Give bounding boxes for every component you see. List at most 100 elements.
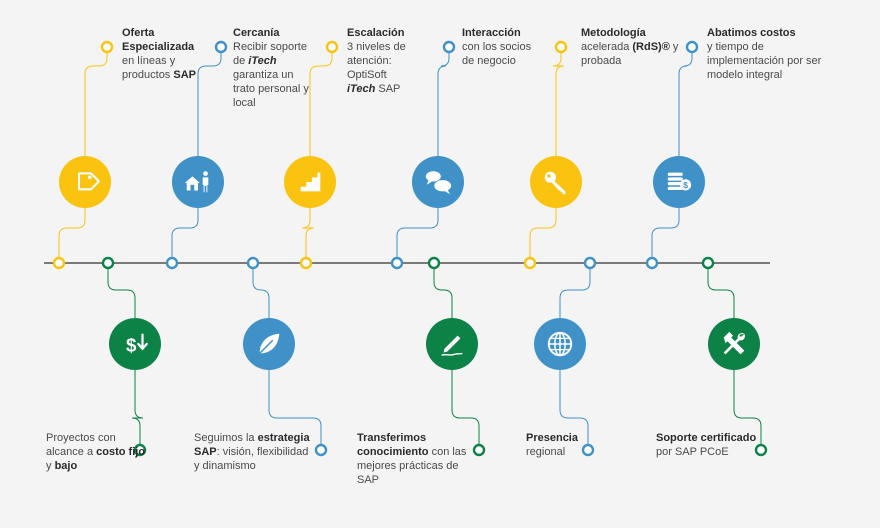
coins-icon: $ [667, 172, 692, 191]
bottom-circle-5 [708, 318, 760, 370]
top-circle-6: $ [653, 156, 705, 208]
globe-icon [547, 331, 573, 357]
top-text-node-5 [554, 40, 568, 54]
axis-node-bottom-3 [427, 256, 441, 270]
top-connector-lower-2 [171, 208, 199, 263]
bottom-text-node-3 [472, 443, 486, 457]
text-segment: (RdS)® [632, 41, 670, 53]
text-segment: Recibir soporte de [233, 41, 307, 67]
text-segment: con las mejores prácticas de SAP [357, 446, 467, 486]
top-text-4: Interacción con los socios de negocio [462, 26, 542, 68]
top-connector-upper-3 [309, 47, 333, 156]
bottom-circle-4 [534, 318, 586, 370]
bottom-connector-lower-4 [559, 370, 589, 450]
axis-node-top-5 [523, 256, 537, 270]
top-circle-3 [284, 156, 336, 208]
stairs-icon [300, 172, 321, 192]
top-circle-4 [412, 156, 464, 208]
text-segment: acelerada [581, 41, 633, 53]
bottom-body-1: Proyectos con alcance a costo fijo y baj… [46, 432, 145, 472]
top-title-2: Cercanía [233, 27, 280, 39]
top-body-1: en líneas y productos SAP [122, 55, 196, 81]
top-circle-5 [530, 156, 582, 208]
top-body-6: y tiempo de implementación por ser model… [707, 41, 821, 81]
leaf-icon [259, 333, 280, 354]
bottom-text-3: Transferimos conocimiento con las mejore… [357, 431, 469, 487]
text-segment: SAP [173, 69, 196, 81]
text-segment: por SAP PCoE [656, 446, 729, 458]
bottom-body-2: Seguimos la estrategia SAP: visión, flex… [194, 432, 310, 472]
text-segment: Seguimos la [194, 432, 258, 444]
text-segment: con los socios de negocio [462, 41, 532, 67]
text-segment: en líneas y productos [122, 55, 176, 81]
axis-node-bottom-5 [701, 256, 715, 270]
top-body-5: acelerada (RdS)® y probada [581, 41, 678, 67]
top-connector-upper-1 [84, 47, 108, 156]
dollar-down-icon: $ [126, 333, 148, 356]
text-segment: 3 niveles de atención: OptiSoft [347, 41, 406, 81]
bottom-connector-lower-2 [268, 370, 322, 450]
top-title-1: Oferta Especializada [122, 27, 195, 53]
text-segment: iTech [248, 55, 277, 67]
top-circle-1 [59, 156, 111, 208]
top-title-6: Abatimos costos [707, 27, 796, 39]
bottom-body-3: Transferimos conocimiento con las mejore… [357, 432, 466, 486]
text-segment: y [46, 460, 55, 472]
axis-node-bottom-1 [101, 256, 115, 270]
top-connector-lower-4 [396, 208, 439, 263]
top-connector-lower-5 [529, 208, 557, 263]
top-connector-upper-5 [552, 47, 565, 156]
top-text-node-4 [442, 40, 456, 54]
top-body-4: con los socios de negocio [462, 41, 531, 67]
bottom-connector-lower-1 [131, 370, 144, 450]
bottom-text-1: Proyectos con alcance a costo fijo y baj… [46, 431, 146, 473]
svg-text:$: $ [126, 335, 137, 356]
top-circle-2 [172, 156, 224, 208]
svg-text:$: $ [683, 180, 688, 190]
bottom-connector-upper-2 [252, 263, 270, 318]
top-text-3: Escalación 3 niveles de atención: OptiSo… [347, 26, 415, 96]
bottom-text-2: Seguimos la estrategia SAP: visión, flex… [194, 431, 314, 473]
top-connector-lower-3 [301, 208, 315, 263]
text-segment: Proyectos con alcance a [46, 432, 116, 458]
bottom-connector-upper-1 [107, 263, 136, 318]
key-icon [544, 171, 566, 195]
text-segment: estrategia SAP [194, 432, 310, 458]
bottom-text-node-4 [581, 443, 595, 457]
text-segment: : visión, flexibilidad y dinamismo [194, 446, 309, 472]
axis-node-top-1 [52, 256, 66, 270]
text-segment: Presencia [526, 432, 578, 444]
text-segment: bajo [54, 460, 78, 472]
bottom-body-5: Soporte certificado por SAP PCoE [656, 432, 756, 458]
axis-node-top-4 [390, 256, 404, 270]
bottom-circle-2 [243, 318, 295, 370]
top-connector-upper-6 [678, 47, 693, 156]
bottom-text-node-2 [314, 443, 328, 457]
top-title-3: Escalación [347, 27, 405, 39]
bottom-text-4: Presencia regional [526, 431, 586, 459]
text-segment: iTech [347, 83, 376, 95]
axis-node-bottom-4 [583, 256, 597, 270]
text-segment: regional [526, 446, 566, 458]
bottom-circle-3 [426, 318, 478, 370]
tools-icon [723, 331, 745, 355]
bottom-connector-upper-3 [433, 263, 453, 318]
top-connector-lower-1 [58, 208, 86, 263]
text-segment: SAP [375, 83, 401, 95]
bottom-text-5: Soporte certificado por SAP PCoE [656, 431, 766, 459]
top-body-2: Recibir soporte de iTech garantiza un tr… [233, 41, 309, 109]
top-connector-upper-4 [437, 47, 450, 156]
top-text-2: Cercanía Recibir soporte de iTech garant… [233, 26, 315, 110]
top-text-node-2 [214, 40, 228, 54]
top-text-node-6 [685, 40, 699, 54]
bottom-text-node-5 [754, 443, 768, 457]
top-text-node-1 [100, 40, 114, 54]
axis-node-bottom-2 [246, 256, 260, 270]
bottom-connector-upper-4 [559, 263, 591, 318]
top-title-5: Metodología [581, 27, 646, 39]
top-text-node-3 [325, 40, 339, 54]
top-connector-upper-2 [197, 47, 222, 156]
house-person-icon [184, 171, 209, 193]
top-connector-lower-6 [651, 208, 680, 263]
